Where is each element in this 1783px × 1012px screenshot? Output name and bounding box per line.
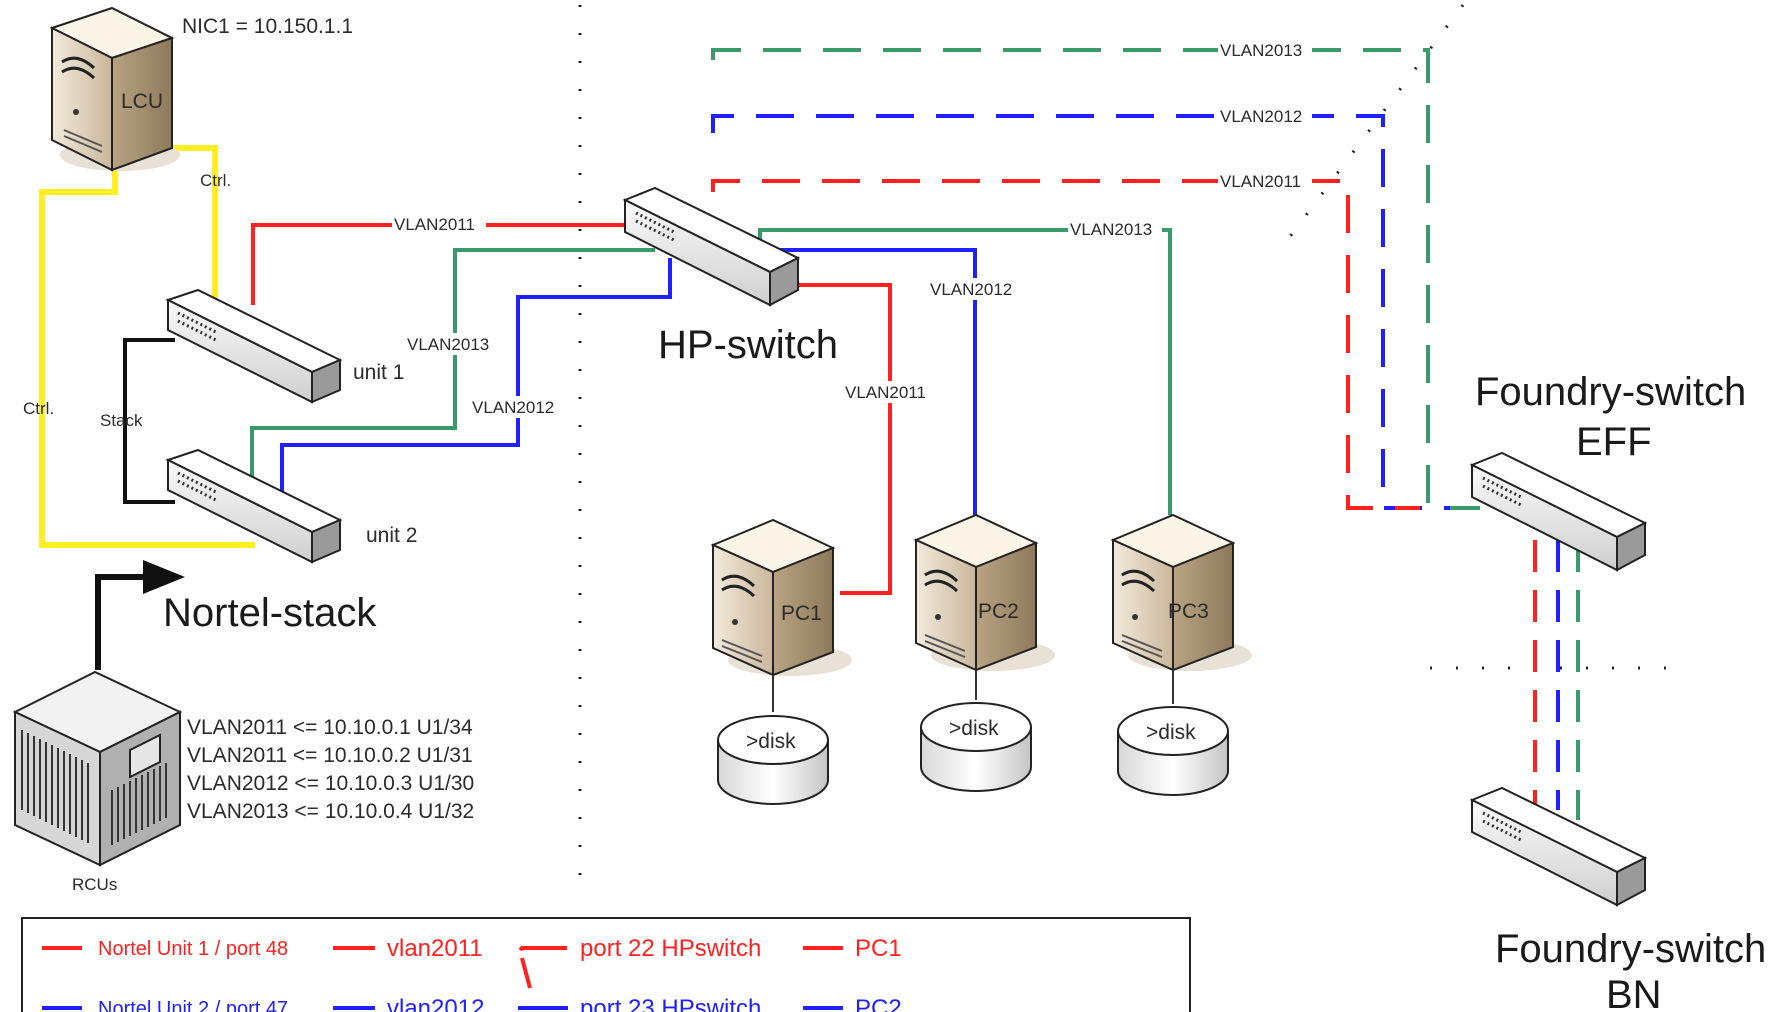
vlan2013-label-nortel: VLAN2013 <box>407 335 489 354</box>
rcu-route-3: VLAN2012 <= 10.10.0.3 U1/30 <box>187 772 474 795</box>
rcu-rack-icon <box>12 670 183 867</box>
legend-row1-port: port 22 HPswitch <box>580 935 761 962</box>
pc3-disk-label: >disk <box>1146 721 1196 744</box>
vlan2013-link-pc3 <box>758 228 1172 515</box>
hp-switch-label: HP-switch <box>658 323 838 367</box>
legend-row2-vlan: vlan2012 <box>387 995 484 1012</box>
vlan2013-link-unit2 <box>250 248 655 490</box>
vlan2011-label-trunk: VLAN2011 <box>1220 172 1301 191</box>
vlan2011-label-pc1: VLAN2011 <box>845 383 926 402</box>
vlan2013-label-pc3: VLAN2013 <box>1070 220 1152 239</box>
vlan2011-trunk <box>711 179 1420 510</box>
legend-row1-source: Nortel Unit 1 / port 48 <box>98 938 288 960</box>
nortel-unit2-switch-icon <box>165 448 343 564</box>
foundry-eff-label-line2: EFF <box>1576 420 1652 464</box>
ctrl-link-left <box>39 168 255 548</box>
pc3-disk-icon <box>1117 706 1229 796</box>
vlan2013-trunk <box>711 48 1480 510</box>
lcu-server-icon <box>49 6 180 172</box>
stack-label: Stack <box>100 411 143 430</box>
vlan2011-label-nortel: VLAN2011 <box>394 215 475 234</box>
nortel-unit1-switch-icon <box>165 288 343 404</box>
rcu-route-4: VLAN2013 <= 10.10.0.4 U1/32 <box>187 800 474 823</box>
foundry-bn-label-line1: Foundry-switch <box>1495 927 1766 971</box>
lcu-nic-label: NIC1 = 10.150.1.1 <box>182 15 353 38</box>
rcu-arrowhead <box>143 560 185 594</box>
ctrl-link-top <box>172 145 218 305</box>
ctrl-top-label: Ctrl. <box>200 171 231 190</box>
legend-row1-target: PC1 <box>855 935 902 962</box>
hp-switch-icon <box>622 186 801 307</box>
foundry-bn-switch-icon <box>1469 786 1648 907</box>
legend-red-diagonal <box>520 957 532 989</box>
lcu-label: LCU <box>121 90 163 113</box>
legend-row1-vlan: vlan2011 <box>387 935 483 962</box>
foundry-eff-switch-icon <box>1469 451 1648 572</box>
rcu-arrow-line <box>95 574 150 670</box>
rcu-route-2: VLAN2011 <= 10.10.0.2 U1/31 <box>187 744 473 767</box>
rcu-route-1: VLAN2011 <= 10.10.0.1 U1/34 <box>187 716 473 739</box>
pc1-server-icon <box>710 518 852 677</box>
foundry-bn-label-line2: BN <box>1606 973 1662 1012</box>
pc2-disk-label: >disk <box>949 717 999 740</box>
vlan2012-link-unit2 <box>280 258 672 497</box>
ctrl-left-label: Ctrl. <box>23 399 54 418</box>
vlan2012-label-pc2: VLAN2012 <box>930 280 1012 299</box>
legend-row2-port: port 23 HPswitch <box>580 995 761 1012</box>
pc2-server-icon <box>913 513 1055 672</box>
pc1-disk-label: >disk <box>746 730 796 753</box>
foundry-eff-label-line1: Foundry-switch <box>1475 370 1746 414</box>
pc2-label: PC2 <box>978 600 1019 623</box>
unit2-label: unit 2 <box>366 524 417 547</box>
pc1-label: PC1 <box>781 602 822 625</box>
vlan2012-label-trunk: VLAN2012 <box>1220 107 1302 126</box>
vlan2012-link-pc2 <box>775 248 977 520</box>
unit1-label: unit 1 <box>353 361 404 384</box>
vlan2011-link-pc1 <box>795 283 892 595</box>
vlan2011-link-unit1 <box>251 223 625 305</box>
nortel-stack-label: Nortel-stack <box>163 591 377 635</box>
rcus-label: RCUs <box>72 875 117 894</box>
vlan2012-trunk <box>711 114 1450 510</box>
pc3-server-icon <box>1110 513 1252 672</box>
legend-row2-target: PC2 <box>855 995 902 1012</box>
legend-box <box>21 917 1191 1012</box>
legend-red-connector <box>518 946 567 952</box>
vlan2013-label-trunk: VLAN2013 <box>1220 41 1302 60</box>
pc2-disk-icon <box>920 702 1032 792</box>
vlan2012-label-nortel: VLAN2012 <box>472 398 554 417</box>
pc1-disk-icon <box>717 715 829 805</box>
stack-link <box>123 338 175 504</box>
pc3-label: PC3 <box>1168 600 1209 623</box>
legend-row2-source: Nortel Unit 2 / port 47 <box>98 998 288 1012</box>
